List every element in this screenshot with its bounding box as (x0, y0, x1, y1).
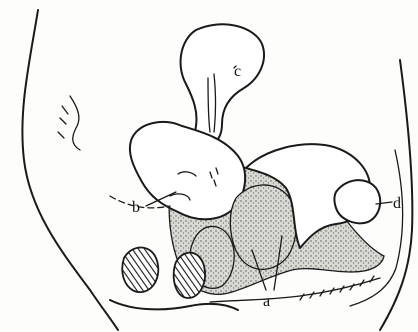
perineum-ticks (300, 276, 374, 300)
vaginal-wall-a (230, 185, 296, 269)
pubic-bone-right (174, 253, 205, 298)
label-b: b (132, 199, 140, 216)
umbilical-fold (70, 96, 80, 150)
fold-tick-3 (58, 132, 64, 138)
pubic-bone-left (122, 248, 158, 293)
abdominal-wall-outline (22, 10, 118, 330)
label-c: c (234, 63, 241, 80)
label-a: a (263, 293, 270, 310)
structure-d (335, 180, 381, 223)
bladder-b (130, 122, 245, 219)
uterus-c (181, 24, 264, 144)
fold-tick-2 (60, 118, 66, 124)
fold-tick-1 (62, 106, 68, 114)
label-d: d (393, 195, 401, 212)
